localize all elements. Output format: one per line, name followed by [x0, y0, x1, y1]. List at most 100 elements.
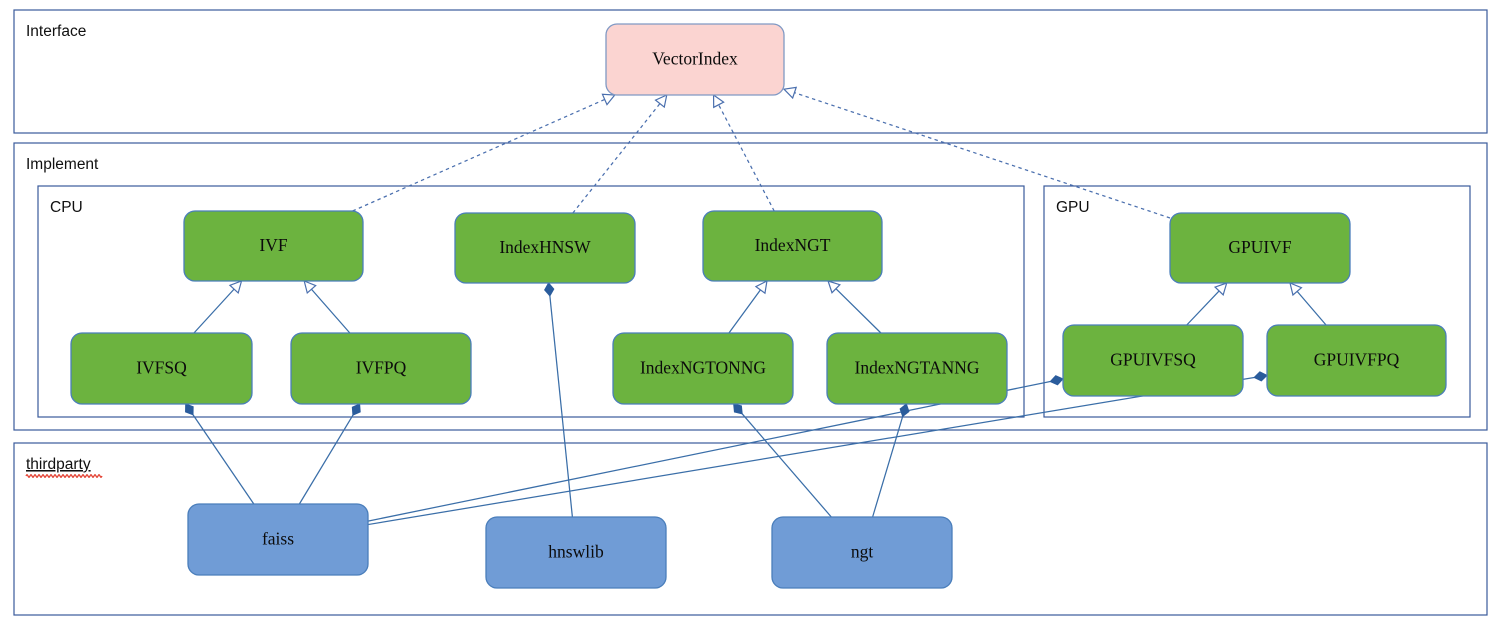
class-box-ivf[interactable]	[183, 210, 364, 282]
relationship-edges	[185, 86, 1327, 526]
class-node-faiss[interactable]: faiss	[187, 503, 369, 576]
class-box-gpuivfpq[interactable]	[1266, 324, 1447, 397]
class-label-ivfpq: IVFPQ	[356, 358, 407, 378]
class-node-indexhnsw[interactable]: IndexHNSW	[454, 212, 636, 284]
class-box-hnswlib[interactable]	[485, 516, 667, 589]
hollow-triangle-arrowhead	[1213, 282, 1228, 296]
spellcheck-squiggle-thirdparty	[25, 474, 103, 478]
class-box-ivfpq[interactable]	[290, 332, 472, 405]
hollow-triangle-arrowhead	[601, 93, 616, 106]
edge-line	[728, 289, 761, 334]
class-box-gpuivfsq[interactable]	[1062, 324, 1244, 397]
edge-line	[367, 376, 1255, 526]
class-label-indexngt: IndexNGT	[755, 235, 831, 255]
class-label-vectorindex: VectorIndex	[652, 49, 738, 69]
hollow-triangle-arrowhead	[1289, 281, 1303, 297]
class-node-indexngtanng[interactable]: IndexNGTANNG	[826, 332, 1008, 405]
hollow-triangle-arrowhead	[712, 93, 725, 109]
edge-faiss-to-ivfpq	[298, 403, 361, 505]
edge-ivfsq-to-ivf	[193, 280, 243, 334]
class-box-indexngtanng[interactable]	[826, 332, 1008, 405]
group-label-implement: Implement	[26, 156, 99, 173]
edge-ivfpq-to-ivf	[303, 280, 351, 334]
class-label-gpuivf: GPUIVF	[1228, 237, 1291, 257]
class-box-indexngt[interactable]	[702, 210, 883, 282]
class-node-vectorindex[interactable]: VectorIndex	[605, 23, 785, 96]
edge-indexhnsw-to-vectorindex	[572, 93, 668, 214]
hollow-triangle-arrowhead	[754, 279, 768, 295]
edge-line	[192, 414, 255, 505]
group-label-gpu: GPU	[1056, 199, 1090, 216]
edge-line	[1186, 290, 1220, 326]
edge-line	[352, 98, 605, 212]
hollow-triangle-arrowhead	[654, 93, 668, 109]
edge-indexngtonng-to-indexngt	[728, 279, 768, 334]
edge-line	[572, 103, 661, 214]
edge-faiss-to-gpuivfsq	[367, 375, 1064, 522]
edge-gpuivfsq-to-gpuivf	[1186, 282, 1228, 326]
group-label-interface: Interface	[26, 23, 86, 40]
class-label-faiss: faiss	[262, 529, 294, 549]
edge-indexngt-to-vectorindex	[712, 93, 775, 212]
edge-line	[549, 295, 574, 518]
edge-ngt-to-indexngtanng	[872, 403, 910, 518]
class-box-faiss[interactable]	[187, 503, 369, 576]
class-node-gpuivf[interactable]: GPUIVF	[1169, 212, 1351, 284]
class-box-gpuivf[interactable]	[1169, 212, 1351, 284]
class-node-indexngt[interactable]: IndexNGT	[702, 210, 883, 282]
edge-hnswlib-to-indexhnsw	[544, 282, 574, 518]
edge-line	[298, 414, 354, 505]
edge-line	[741, 413, 832, 518]
class-box-vectorindex[interactable]	[605, 23, 785, 96]
edge-ivf-to-vectorindex	[352, 93, 616, 212]
hollow-triangle-arrowhead	[782, 86, 798, 100]
edge-line	[367, 380, 1051, 522]
edge-ngt-to-indexngtonng	[733, 403, 832, 518]
edge-faiss-to-ivfsq	[185, 403, 255, 505]
hollow-triangle-arrowhead	[303, 280, 317, 295]
edge-line	[794, 92, 1171, 219]
edge-line	[311, 288, 351, 334]
class-box-ivfsq[interactable]	[70, 332, 253, 405]
class-label-gpuivfsq: GPUIVFSQ	[1110, 350, 1196, 370]
group-label-cpu: CPU	[50, 199, 83, 216]
class-label-indexngtonng: IndexNGTONNG	[640, 358, 766, 378]
class-label-ivf: IVF	[259, 235, 287, 255]
hollow-triangle-arrowhead	[228, 280, 243, 295]
filled-diamond-arrowhead	[544, 282, 555, 297]
edge-indexngtanng-to-indexngt	[827, 280, 882, 334]
edge-gpuivf-to-vectorindex	[782, 86, 1171, 219]
class-label-ngt: ngt	[851, 542, 874, 562]
class-box-indexngtonng[interactable]	[612, 332, 794, 405]
filled-diamond-arrowhead	[1049, 375, 1064, 386]
class-box-indexhnsw[interactable]	[454, 212, 636, 284]
filled-diamond-arrowhead	[1253, 371, 1268, 382]
class-node-gpuivfsq[interactable]: GPUIVFSQ	[1062, 324, 1244, 397]
class-node-gpuivfpq[interactable]: GPUIVFPQ	[1266, 324, 1447, 397]
class-node-ivfpq[interactable]: IVFPQ	[290, 332, 472, 405]
class-label-hnswlib: hnswlib	[548, 542, 604, 562]
class-label-ivfsq: IVFSQ	[136, 358, 187, 378]
edge-line	[872, 416, 904, 518]
class-node-ivfsq[interactable]: IVFSQ	[70, 332, 253, 405]
class-node-indexngtonng[interactable]: IndexNGTONNG	[612, 332, 794, 405]
filled-diamond-arrowhead	[733, 403, 743, 415]
edge-faiss-to-gpuivfpq	[367, 371, 1268, 526]
edge-line	[1296, 290, 1327, 326]
hollow-triangle-arrowhead	[827, 280, 841, 294]
group-label-thirdparty: thirdparty	[26, 456, 91, 473]
filled-diamond-arrowhead	[185, 403, 194, 416]
filled-diamond-arrowhead	[351, 403, 361, 416]
class-box-ngt[interactable]	[771, 516, 953, 589]
class-label-indexhnsw: IndexHNSW	[499, 237, 591, 257]
class-node-ivf[interactable]: IVF	[183, 210, 364, 282]
class-label-gpuivfpq: GPUIVFPQ	[1314, 350, 1400, 370]
class-node-hnswlib[interactable]: hnswlib	[485, 516, 667, 589]
class-label-indexngtanng: IndexNGTANNG	[855, 358, 980, 378]
edge-line	[835, 288, 882, 334]
filled-diamond-arrowhead	[899, 403, 910, 418]
class-node-ngt[interactable]: ngt	[771, 516, 953, 589]
edge-gpuivfpq-to-gpuivf	[1289, 281, 1327, 326]
